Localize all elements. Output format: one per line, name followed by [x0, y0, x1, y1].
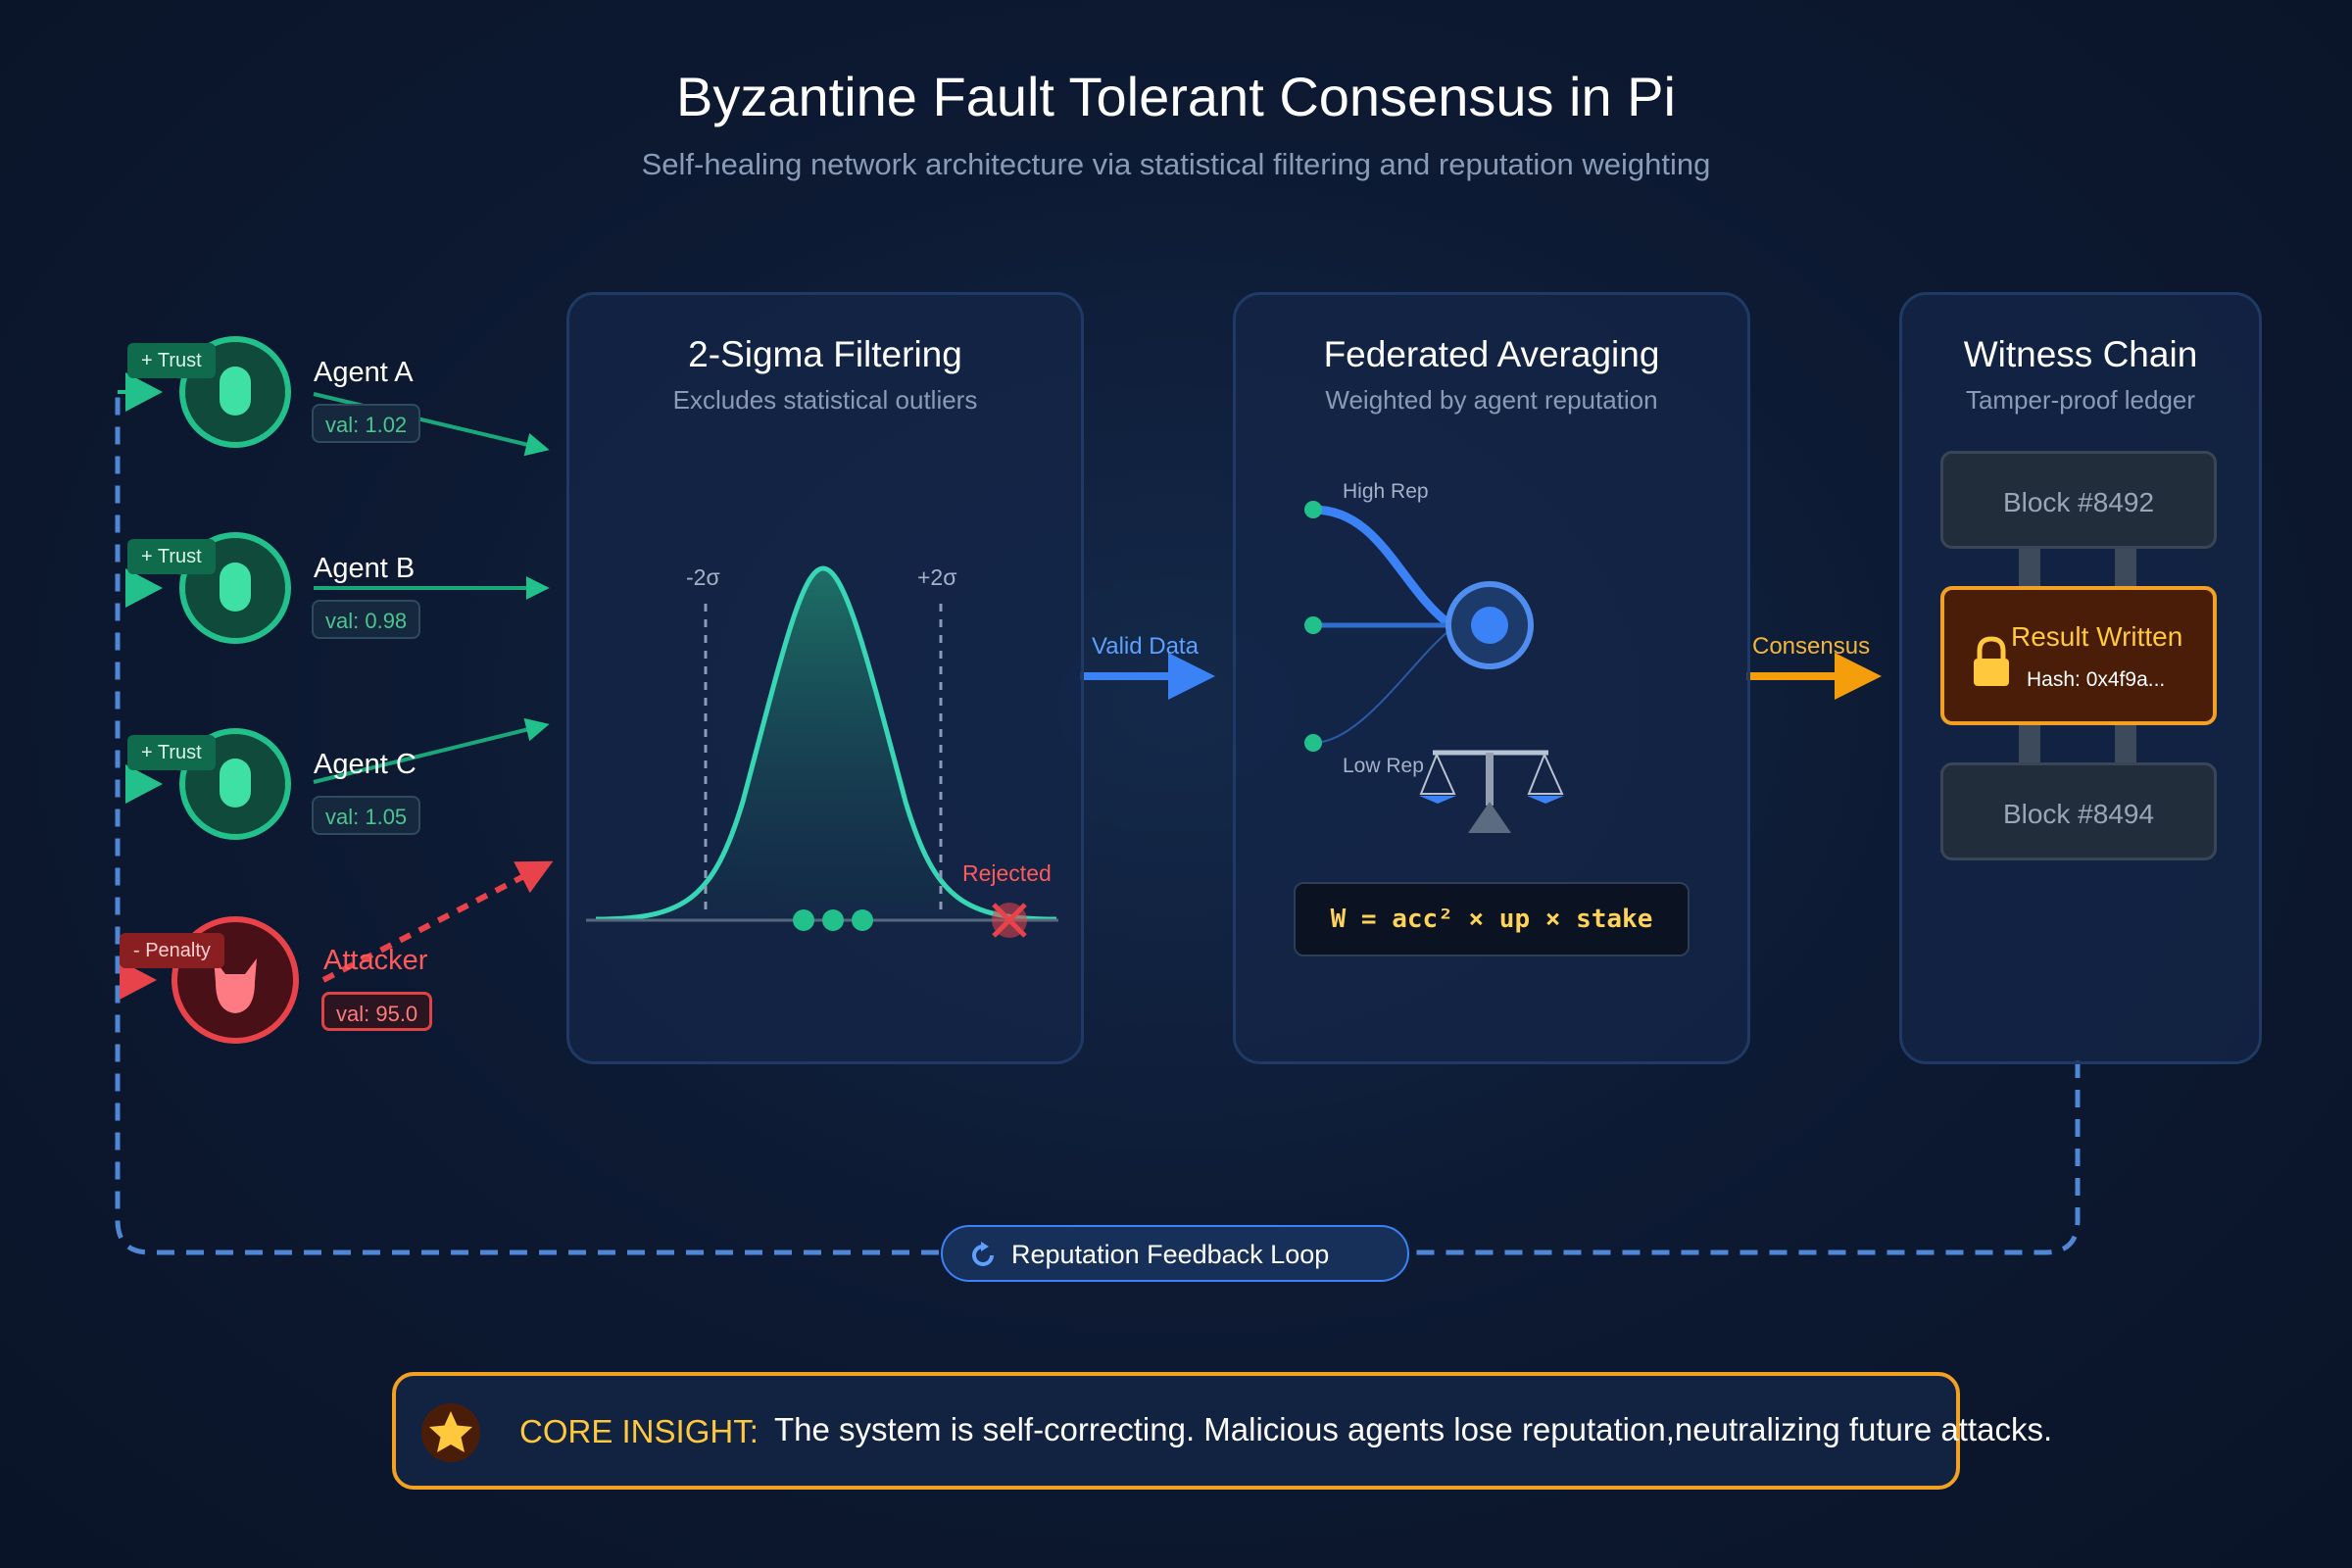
result-title: Result Written [2011, 621, 2183, 652]
agent-name: Agent C [314, 749, 416, 780]
trust-badge: + Trust [127, 735, 216, 770]
minus-sigma-label: -2σ [686, 564, 720, 590]
weighting-graph [1304, 501, 1564, 833]
feedback-label: Reputation Feedback Loop [1011, 1240, 1330, 1269]
panel-subtitle: Excludes statistical outliers [672, 385, 978, 415]
trust-badge: + Trust [127, 539, 216, 574]
valid-point [822, 909, 844, 931]
core-insight-banner: CORE INSIGHT: The system is self-correct… [392, 1372, 2052, 1490]
plus-sigma-label: +2σ [917, 564, 957, 590]
gaussian-curve [586, 565, 1058, 938]
page-subtitle: Self-healing network architecture via st… [641, 147, 1711, 181]
rejected-x-icon [992, 903, 1027, 938]
agent-value: val: 1.02 [312, 404, 421, 443]
valid-data-label: Valid Data [1092, 633, 1199, 660]
weight-formula: W = acc² × up × stake [1294, 882, 1690, 956]
agent-value: val: 0.98 [312, 600, 421, 639]
panel-subtitle: Tamper-proof ledger [1965, 385, 2196, 415]
high-rep-label: High Rep [1343, 480, 1429, 503]
panel-title: Federated Averaging [1323, 334, 1660, 374]
trust-feed-arrows [118, 372, 163, 1000]
block-8494[interactable]: Block #8494 [1940, 762, 2217, 860]
scale-icon [1419, 750, 1564, 833]
valid-point [852, 909, 873, 931]
penalty-badge: - Penalty [120, 933, 224, 968]
panel-subtitle: Weighted by agent reputation [1325, 385, 1658, 415]
result-block[interactable]: Result Written Hash: 0x4f9a... [1940, 586, 2217, 725]
star-icon [421, 1403, 480, 1462]
agent-value: val: 95.0 [321, 992, 433, 1031]
valid-point [793, 909, 814, 931]
panel-title: 2-Sigma Filtering [688, 334, 962, 374]
insight-text-part2: neutralizing future attacks. [1674, 1411, 2053, 1447]
page-title: Byzantine Fault Tolerant Consensus in Pi [676, 66, 1676, 127]
chain-links [2019, 549, 2136, 762]
agent-a-arrow [313, 392, 550, 457]
agent-name: Agent A [314, 357, 414, 388]
result-hash: Hash: 0x4f9a... [2027, 668, 2166, 691]
feedback-loop-badge: Reputation Feedback Loop [941, 1225, 1409, 1282]
panel-title: Witness Chain [1963, 334, 2198, 374]
insight-text: The system is self-correcting. Malicious… [774, 1411, 2052, 1448]
refresh-icon [972, 1242, 994, 1266]
agent-name: Attacker [323, 945, 428, 976]
lock-icon [1974, 636, 2009, 686]
agent-name: Agent B [314, 553, 416, 584]
feedback-loop-path [1411, 1060, 2081, 1255]
agent-value: val: 1.05 [312, 796, 421, 835]
insight-label: CORE INSIGHT: [519, 1413, 759, 1449]
trust-badge: + Trust [127, 343, 216, 378]
agent-c-arrow [313, 717, 550, 784]
low-rep-label: Low Rep [1343, 755, 1424, 777]
consensus-label: Consensus [1752, 633, 1871, 660]
block-8492[interactable]: Block #8492 [1940, 451, 2217, 549]
rejected-label: Rejected [962, 860, 1052, 886]
insight-text-part1: The system is self-correcting. Malicious… [774, 1411, 1675, 1447]
